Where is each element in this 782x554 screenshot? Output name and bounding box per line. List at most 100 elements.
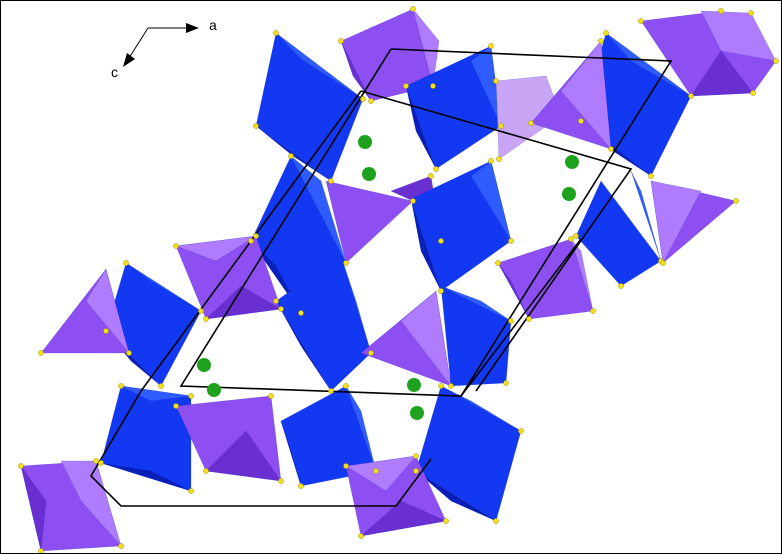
vertex-atom xyxy=(590,308,596,314)
octahedron-lower-center xyxy=(280,385,377,487)
polyhedron-face xyxy=(340,255,372,354)
vertex-atom xyxy=(410,198,416,204)
vertex-atom xyxy=(430,83,436,89)
vertex-atom xyxy=(328,178,334,184)
polyhedron-face xyxy=(340,40,372,102)
vertex-atom xyxy=(273,298,279,304)
cation-sphere xyxy=(562,187,576,201)
polyhedron-face xyxy=(690,50,754,97)
octahedron-mid-center xyxy=(410,160,512,292)
vertex-atom xyxy=(298,483,304,489)
vertex-atom xyxy=(618,283,624,289)
vertex-atom xyxy=(188,393,194,399)
vertex-atom xyxy=(368,350,374,356)
axis-a-label: a xyxy=(209,17,217,33)
polyhedron-face xyxy=(650,180,702,264)
vertex-atom xyxy=(526,316,532,322)
polyhedron-face xyxy=(20,465,47,552)
tetrahedron-bottom-center xyxy=(345,455,447,537)
cation-sphere xyxy=(207,383,221,397)
tetrahedron-center xyxy=(360,290,452,387)
axis-c-label: c xyxy=(111,64,118,80)
vertex-atom xyxy=(496,156,502,162)
vertex-atom xyxy=(188,488,194,494)
polyhedron-face xyxy=(205,430,282,482)
vertex-atom xyxy=(488,43,494,49)
vertex-atom xyxy=(443,518,449,524)
octahedron-top-left xyxy=(255,32,364,182)
vertex-atom xyxy=(598,38,604,44)
vertex-atom xyxy=(328,388,334,394)
cell-edge xyxy=(250,90,362,242)
vertex-atom xyxy=(360,96,366,102)
polyhedron-face xyxy=(280,420,302,487)
vertex-atom xyxy=(518,428,524,434)
vertex-atom xyxy=(508,318,514,324)
tetrahedron-bottom-left xyxy=(20,460,122,552)
polyhedron-face xyxy=(205,285,282,320)
vertex-atom xyxy=(343,463,349,469)
polyhedron-face xyxy=(440,385,522,432)
vertex-atom xyxy=(748,10,754,16)
vertex-atom xyxy=(98,460,104,466)
vertex-atom xyxy=(718,8,724,14)
vertex-atom xyxy=(528,120,534,126)
vertex-atom xyxy=(733,198,739,204)
vertex-atom xyxy=(688,93,694,99)
polyhedron-face xyxy=(275,300,332,392)
vertex-atom xyxy=(248,238,254,244)
polyhedron-face xyxy=(440,285,512,322)
vertex-atom xyxy=(273,30,279,36)
cation-sphere xyxy=(362,167,376,181)
vertex-atom xyxy=(495,260,501,266)
cation-sphere xyxy=(407,378,421,392)
vertex-atom xyxy=(93,458,99,464)
polyhedron-face xyxy=(125,262,202,312)
tetrahedron-left-upper xyxy=(175,235,282,320)
vertex-atom xyxy=(493,78,499,84)
octahedron-lower-left xyxy=(100,385,192,492)
vertex-atom xyxy=(38,350,44,356)
vertex-atom xyxy=(343,260,349,266)
polyhedron-face xyxy=(85,268,130,354)
polyhedron-face xyxy=(560,40,612,150)
vertex-atom xyxy=(603,30,609,36)
vertex-atom xyxy=(403,83,409,89)
vertex-atom xyxy=(288,153,294,159)
vertex-atom xyxy=(368,98,374,104)
polyhedron-face xyxy=(100,462,192,492)
vertex-atom xyxy=(343,383,349,389)
vertex-atom xyxy=(278,478,284,484)
vertex-atom xyxy=(438,238,444,244)
vertex-atom xyxy=(103,328,109,334)
vertex-atom xyxy=(438,383,444,389)
polyhedron-face xyxy=(290,155,347,264)
vertex-atom xyxy=(568,236,574,242)
vertex-atom xyxy=(253,233,259,239)
axis-indicator: a c xyxy=(111,17,217,80)
vertex-atom xyxy=(118,383,124,389)
vertex-atom xyxy=(433,166,439,172)
cation-sphere xyxy=(197,358,211,372)
octahedron-lower-right xyxy=(415,385,522,522)
polyhedron-face xyxy=(605,32,692,97)
polyhedron-face xyxy=(120,385,192,402)
vertex-atom xyxy=(410,6,416,12)
vertex-atom xyxy=(413,453,419,459)
cation-sphere xyxy=(565,155,579,169)
octahedron-center-right xyxy=(440,285,512,387)
tetrahedron-mid-right xyxy=(650,180,737,264)
vertex-atom xyxy=(578,118,584,124)
vertex-atom xyxy=(448,383,454,389)
polyhedron-face xyxy=(470,160,512,242)
vertex-atom xyxy=(123,260,129,266)
vertex-atom xyxy=(503,380,509,386)
vertex-atom xyxy=(488,158,494,164)
vertex-atom xyxy=(298,310,304,316)
polyhedron-face xyxy=(410,198,442,292)
vertex-atom xyxy=(373,468,379,474)
polyhedron-face xyxy=(275,32,364,100)
vertex-atom xyxy=(773,58,779,64)
vertex-atom xyxy=(358,533,364,539)
